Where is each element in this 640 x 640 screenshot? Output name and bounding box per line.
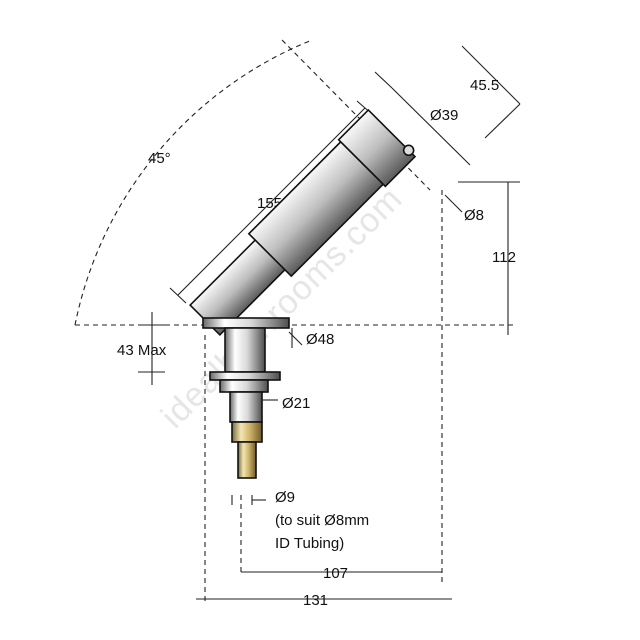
dim-155-line xyxy=(177,107,366,296)
dim-39-leader xyxy=(374,71,393,89)
label-max-thickness: 43 Max xyxy=(117,342,167,359)
label-tail-dia: Ø9 xyxy=(275,489,295,506)
label-height: 112 xyxy=(492,249,516,266)
label-body-dia: Ø21 xyxy=(282,395,310,412)
label-small-dia: Ø8 xyxy=(464,207,484,224)
dim-45-line xyxy=(461,45,521,105)
dim-39-line xyxy=(391,87,471,166)
label-angle: 45° xyxy=(148,150,171,167)
hose-tail xyxy=(237,441,257,479)
shank xyxy=(224,327,266,373)
label-outlet-length: 45.5 xyxy=(470,77,499,94)
body-21 xyxy=(229,391,263,423)
label-outlet-dia: Ø39 xyxy=(430,107,458,124)
dim-8-leader xyxy=(444,194,463,213)
label-tail-note-1: (to suit Ø8mm xyxy=(275,512,369,529)
back-nut-body xyxy=(219,379,269,393)
spout-outlet xyxy=(337,108,417,188)
dim-155-tick-a xyxy=(169,287,187,304)
back-nut xyxy=(209,371,281,381)
spout-body xyxy=(189,108,417,336)
dim-45-leader xyxy=(484,103,521,139)
label-flange-dia: Ø48 xyxy=(306,331,334,348)
spout-outlet-nozzle xyxy=(402,144,415,157)
label-reach-2: 131 xyxy=(303,592,328,609)
flange xyxy=(202,317,290,329)
compression-nut xyxy=(231,421,263,443)
dim-48-leader xyxy=(288,331,303,346)
label-reach-1: 107 xyxy=(323,565,348,582)
angle-arc xyxy=(74,39,313,326)
label-tail-note-2: ID Tubing) xyxy=(275,535,344,552)
